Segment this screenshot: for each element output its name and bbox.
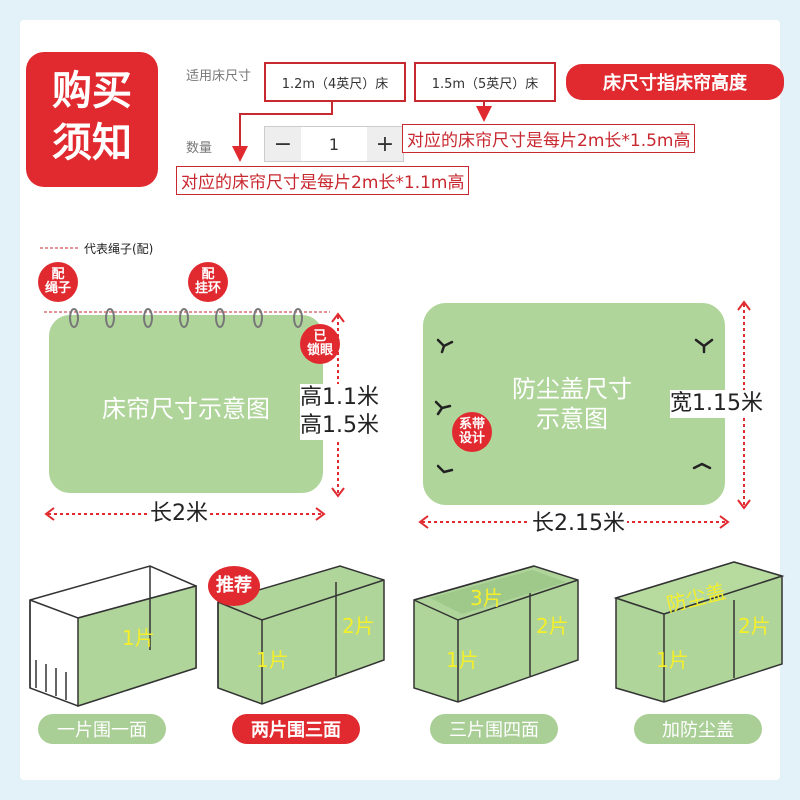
tie-badge: 系带设计 (452, 412, 492, 452)
option-one-panel[interactable]: 一片围一面 (38, 714, 166, 744)
quantity-minus-button[interactable]: − (265, 127, 301, 161)
option-dust-cover[interactable]: 加防尘盖 (634, 714, 762, 744)
curtain-length: 长2米 (148, 500, 210, 528)
quantity-label: 数量 (186, 141, 213, 156)
size-label: 适用床尺寸 (186, 69, 252, 84)
note-size-1-5m: 对应的床帘尺寸是每片2m长*1.5m高 (402, 124, 696, 153)
ring-badge: 配挂环 (188, 262, 228, 302)
rope-legend-label: 代表绳子(配) (84, 242, 154, 256)
option-two-panels[interactable]: 两片围三面 (232, 714, 360, 744)
rope-badge: 配绳子 (38, 262, 78, 302)
connector-1-2m (232, 102, 333, 162)
config2-panel-2: 2片 (342, 614, 375, 638)
curtain-rings (69, 308, 303, 328)
config-one-panel-graphic (29, 565, 197, 708)
note-size-1-2m: 对应的床帘尺寸是每片2m长*1.1m高 (176, 166, 470, 195)
config4-panel-2: 2片 (738, 614, 771, 638)
option-three-panels[interactable]: 三片围四面 (430, 714, 558, 744)
size-option-1-5m[interactable]: 1.5m（5英尺）床 (414, 62, 556, 102)
cover-width: 宽1.15米 (670, 390, 763, 418)
purchase-notice-badge: 购买 须知 (26, 52, 158, 187)
curtain-height-1: 高1.1米 (300, 384, 379, 412)
quantity-plus-button[interactable]: + (367, 127, 403, 161)
cover-length: 长2.15米 (530, 510, 627, 538)
config1-panel-1: 1片 (122, 626, 155, 650)
config-dust-cover-graphic (613, 561, 785, 703)
config-two-panels-graphic (217, 565, 385, 705)
eyelet-badge: 已锁眼 (300, 324, 340, 364)
purchase-notice-line2: 须知 (52, 120, 132, 166)
config3-panel-3: 3片 (470, 586, 503, 610)
size-option-1-2m[interactable]: 1.2m（4英尺）床 (264, 62, 406, 102)
cover-diagram-title: 防尘盖尺寸示意图 (512, 375, 632, 433)
size-hint-pill: 床尺寸指床帘高度 (566, 64, 784, 100)
config2-panel-1: 1片 (256, 648, 289, 672)
quantity-value[interactable]: 1 (328, 134, 340, 154)
config3-panel-2: 2片 (536, 614, 569, 638)
curtain-height-2: 高1.5米 (300, 412, 379, 440)
config-three-panels-graphic (413, 565, 579, 703)
cover-ties (434, 338, 714, 474)
recommend-badge: 推荐 (208, 566, 260, 606)
quantity-stepper: − 1 + (264, 126, 404, 162)
config3-panel-1: 1片 (446, 648, 479, 672)
curtain-diagram-title: 床帘尺寸示意图 (102, 395, 270, 423)
purchase-notice-line1: 购买 (52, 68, 132, 114)
config4-panel-1: 1片 (656, 648, 689, 672)
